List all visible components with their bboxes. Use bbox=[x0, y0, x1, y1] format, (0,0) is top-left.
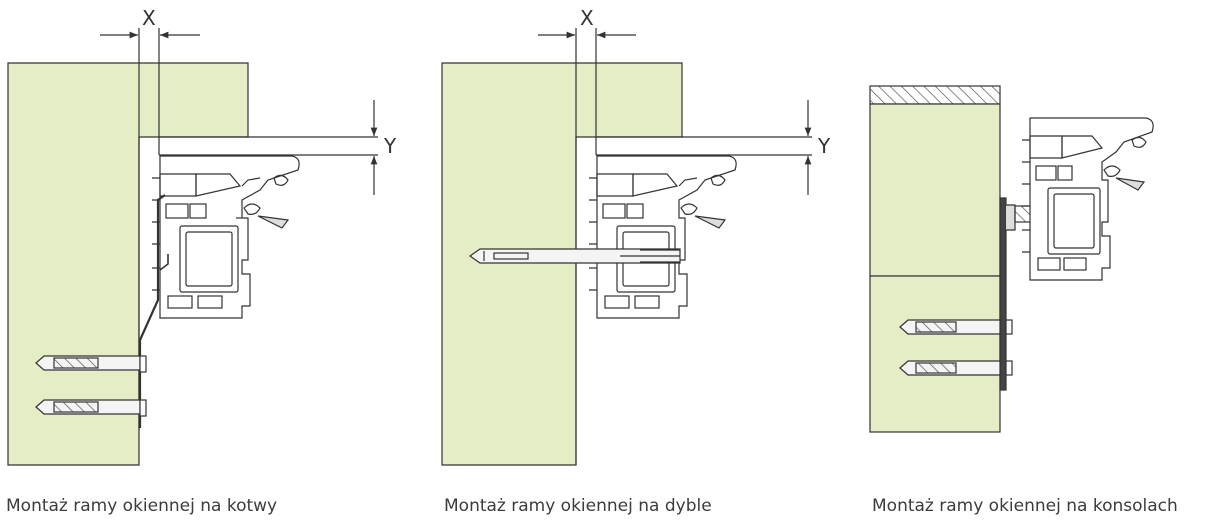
caption-anchors: Montaż ramy okiennej na kotwy bbox=[6, 496, 278, 516]
dimension-y: Y bbox=[596, 100, 831, 195]
caption-dowels: Montaż ramy okiennej na dyble bbox=[444, 496, 712, 516]
wall-plug bbox=[35, 399, 147, 417]
caption-brackets: Montaż ramy okiennej na konsolach bbox=[872, 496, 1178, 516]
dim-y-label: Y bbox=[383, 134, 397, 158]
dim-x-label: X bbox=[580, 6, 594, 30]
dim-y-label: Y bbox=[817, 134, 831, 158]
wall-lower bbox=[869, 275, 1001, 433]
diagram-anchors: X Y bbox=[7, 6, 397, 466]
wall-plug bbox=[35, 355, 147, 373]
window-frame-profile bbox=[589, 155, 737, 319]
dimension-x: X bbox=[100, 6, 200, 430]
window-frame-profile bbox=[152, 155, 300, 319]
dim-x-label: X bbox=[142, 6, 156, 30]
frame-dowel bbox=[468, 248, 681, 264]
wall-plug bbox=[899, 319, 1013, 335]
diagram-brackets bbox=[869, 85, 1154, 433]
wall-plug bbox=[899, 360, 1013, 376]
dimension-x: X bbox=[538, 6, 636, 465]
window-frame-profile bbox=[1022, 117, 1154, 281]
wall-upper bbox=[869, 85, 1001, 277]
diagram-dowels: X Y bbox=[441, 6, 831, 466]
dimension-y: Y bbox=[159, 100, 397, 195]
